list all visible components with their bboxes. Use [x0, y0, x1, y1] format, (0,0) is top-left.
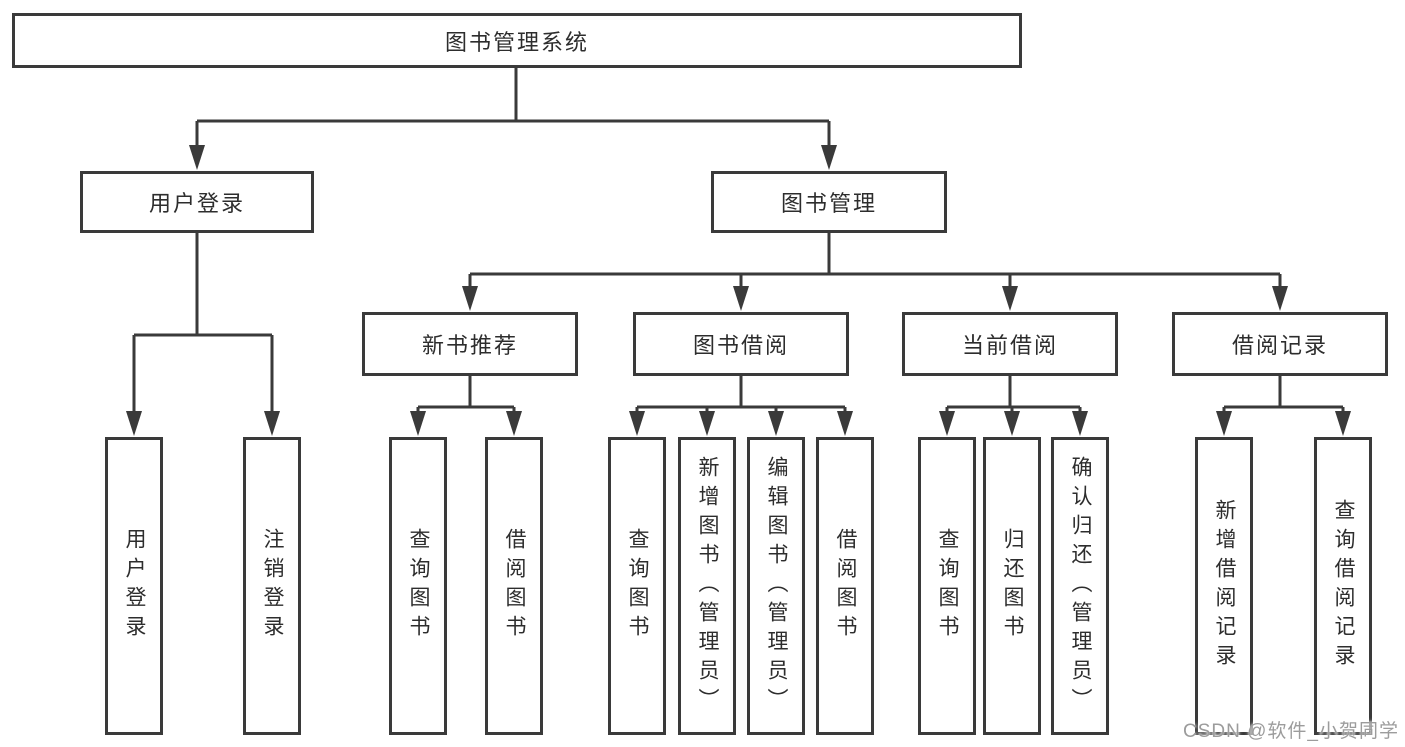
leaf-confirm-return-admin: 确认归还（管理员） — [1051, 437, 1109, 735]
node-new-book-recommend-label: 新书推荐 — [421, 333, 518, 358]
leaf-logout-label: 注销登录 — [261, 528, 284, 644]
arrow-icon — [1002, 286, 1018, 311]
arrow-icon — [768, 411, 784, 436]
connector-userlogin-to-leaves — [132, 233, 274, 418]
leaf-edit-book-admin: 编辑图书（管理员） — [747, 437, 805, 735]
csdn-watermark: CSDN @软件_小贺同学 — [1183, 721, 1399, 742]
node-new-book-recommend: 新书推荐 — [362, 312, 578, 376]
leaf-query-books-current: 查询图书 — [918, 437, 976, 735]
arrow-icon — [837, 411, 853, 436]
node-book-management-label: 图书管理 — [780, 191, 877, 216]
leaf-user-login: 用户登录 — [105, 437, 163, 735]
connector-bookborrow-to-leaves — [635, 376, 847, 420]
arrow-icon — [189, 145, 205, 170]
connector-root-to-level2 — [195, 68, 831, 152]
leaf-query-books-borrowing: 查询图书 — [608, 437, 666, 735]
leaf-query-borrow-record-label: 查询借阅记录 — [1332, 499, 1355, 673]
leaf-add-borrow-record: 新增借阅记录 — [1195, 437, 1253, 735]
leaf-borrow-books-recommend-label: 借阅图书 — [503, 528, 526, 644]
arrow-icon — [629, 411, 645, 436]
node-book-management: 图书管理 — [711, 171, 947, 233]
arrow-icon — [462, 286, 478, 311]
leaf-add-book-admin-label: 新增图书（管理员） — [696, 455, 719, 717]
node-book-borrowing: 图书借阅 — [633, 312, 849, 376]
node-book-borrowing-label: 图书借阅 — [692, 333, 789, 358]
node-current-borrowing: 当前借阅 — [902, 312, 1118, 376]
leaf-borrow-books-borrowing-label: 借阅图书 — [834, 528, 857, 644]
leaf-query-books-borrowing-label: 查询图书 — [626, 528, 649, 644]
arrow-icon — [126, 411, 142, 436]
arrow-icon — [506, 411, 522, 436]
leaf-query-books-recommend: 查询图书 — [389, 437, 447, 735]
leaf-query-borrow-record: 查询借阅记录 — [1314, 437, 1372, 735]
arrow-icon — [1004, 411, 1020, 436]
leaf-confirm-return-admin-label: 确认归还（管理员） — [1069, 455, 1092, 717]
arrowheads — [126, 145, 1351, 436]
arrow-icon — [1272, 286, 1288, 311]
arrow-icon — [264, 411, 280, 436]
leaf-user-login-label: 用户登录 — [123, 528, 146, 644]
leaf-add-borrow-record-label: 新增借阅记录 — [1213, 499, 1236, 673]
leaf-query-books-recommend-label: 查询图书 — [407, 528, 430, 644]
leaf-borrow-books-recommend: 借阅图书 — [485, 437, 543, 735]
leaf-return-book: 归还图书 — [983, 437, 1041, 735]
connector-records-to-leaves — [1222, 376, 1345, 420]
leaf-return-book-label: 归还图书 — [1001, 528, 1024, 644]
arrow-icon — [1216, 411, 1232, 436]
node-user-login-label: 用户登录 — [148, 191, 245, 216]
node-borrowing-records-label: 借阅记录 — [1231, 333, 1328, 358]
node-current-borrowing-label: 当前借阅 — [961, 333, 1058, 358]
arrow-icon — [733, 286, 749, 311]
arrow-icon — [699, 411, 715, 436]
leaf-add-book-admin: 新增图书（管理员） — [678, 437, 736, 735]
arrow-icon — [821, 145, 837, 170]
node-root-label: 图书管理系统 — [444, 29, 589, 55]
arrow-icon — [1072, 411, 1088, 436]
connector-bookmgmt-to-level3 — [468, 233, 1282, 294]
connector-newbook-to-leaves — [416, 376, 516, 420]
arrow-icon — [939, 411, 955, 436]
arrow-icon — [410, 411, 426, 436]
leaf-query-books-current-label: 查询图书 — [936, 528, 959, 644]
node-user-login: 用户登录 — [80, 171, 314, 233]
leaf-edit-book-admin-label: 编辑图书（管理员） — [765, 455, 788, 717]
node-root: 图书管理系统 — [12, 13, 1022, 68]
node-borrowing-records: 借阅记录 — [1172, 312, 1388, 376]
leaf-borrow-books-borrowing: 借阅图书 — [816, 437, 874, 735]
arrow-icon — [1335, 411, 1351, 436]
leaf-logout: 注销登录 — [243, 437, 301, 735]
